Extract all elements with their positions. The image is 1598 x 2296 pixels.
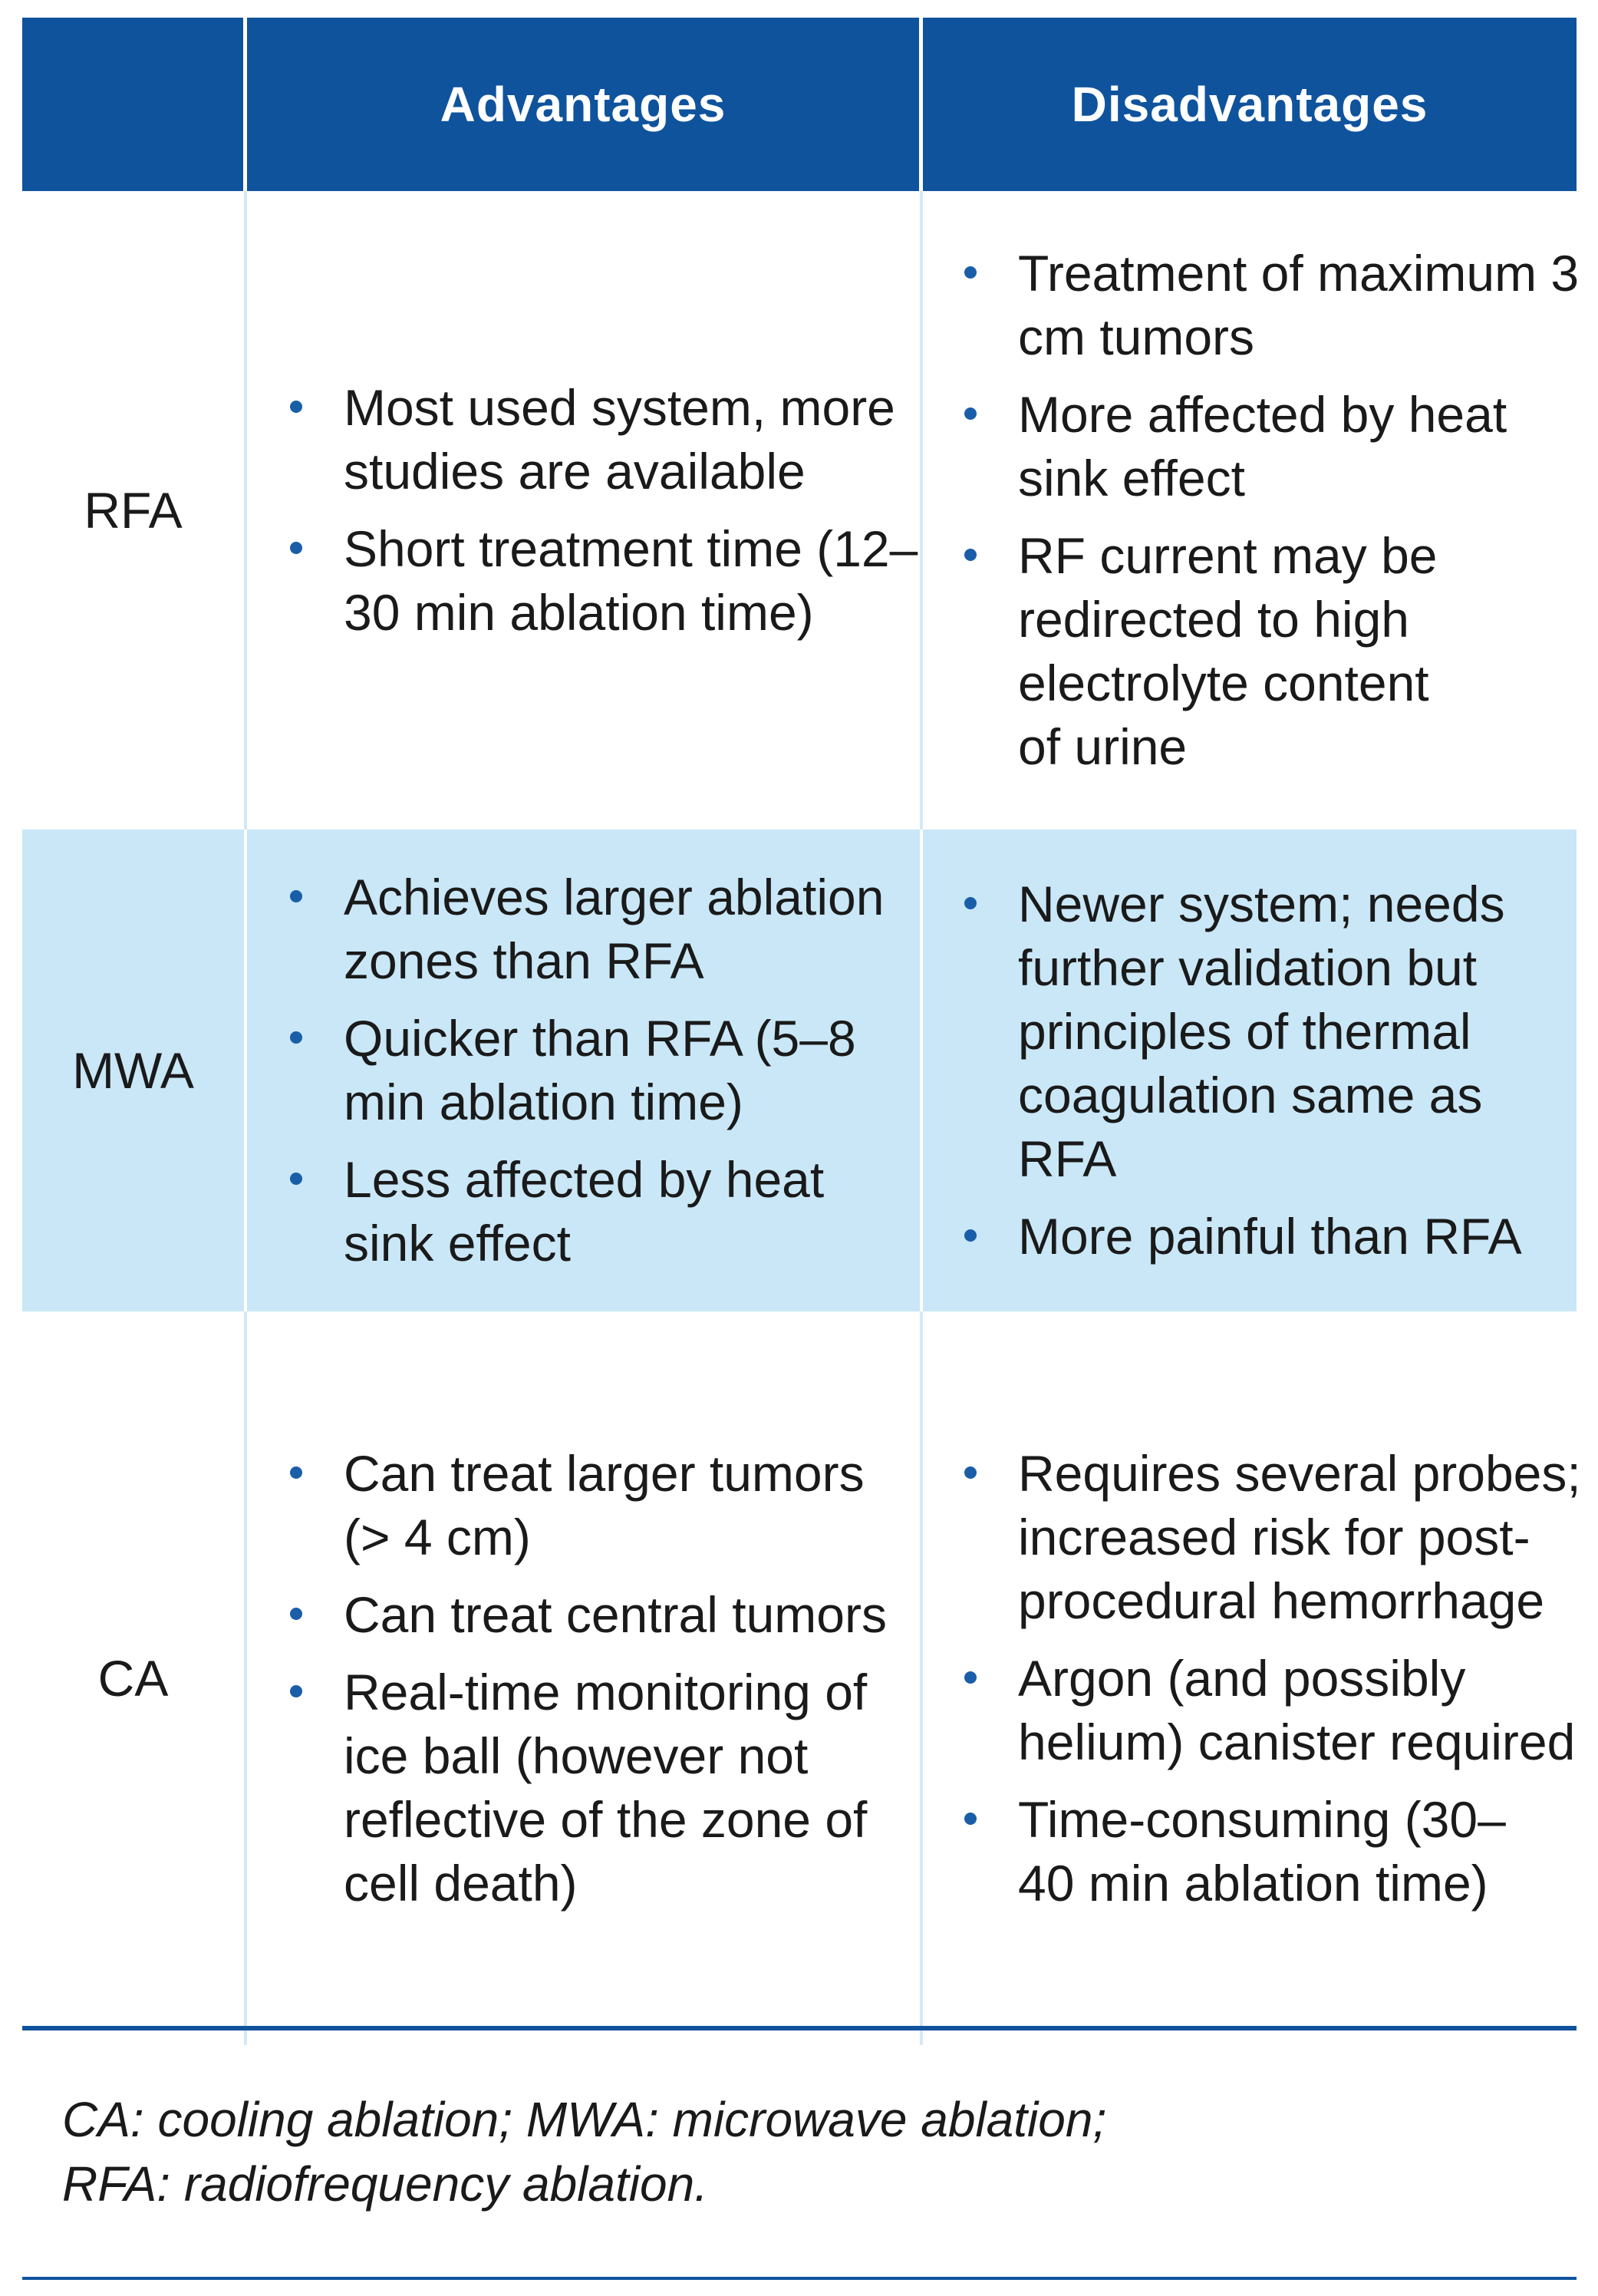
footer-rule bbox=[22, 2277, 1577, 2280]
header-advantages: Advantages bbox=[247, 18, 923, 191]
list-item-text: More painful than RFA bbox=[1018, 1208, 1522, 1265]
bullet-icon bbox=[964, 897, 977, 909]
bullet-icon bbox=[964, 1466, 977, 1479]
mwa-disadvantages-list: Newer system; needs further validation b… bbox=[958, 873, 1586, 1268]
list-item-text: Argon (and possibly helium) canister req… bbox=[1018, 1649, 1576, 1770]
list-item-text: Requires several probes; increased risk … bbox=[1018, 1444, 1581, 1629]
bullet-icon bbox=[290, 1466, 302, 1479]
ca-advantages-cell: Can treat larger tumors (> 4 cm) Can tre… bbox=[247, 1311, 923, 2045]
list-item-text: Less affected by heat sink effect bbox=[344, 1151, 825, 1272]
mwa-advantages-cell: Achieves larger ablation zones than RFA … bbox=[247, 830, 923, 1311]
footnote-line-2: RFA: radiofrequency ablation. bbox=[62, 2156, 708, 2212]
bullet-icon bbox=[964, 1229, 977, 1242]
mwa-disadvantages-cell: Newer system; needs further validation b… bbox=[923, 830, 1577, 1311]
list-item-text: Real-time monitoring of ice ball (howeve… bbox=[344, 1663, 868, 1912]
list-item: Quicker than RFA (5–8 min ablation time) bbox=[284, 1007, 881, 1134]
list-item-text: Treatment of maximum 3 cm tumors bbox=[1018, 245, 1580, 365]
bullet-icon bbox=[964, 549, 977, 561]
list-item: More painful than RFA bbox=[958, 1205, 1586, 1268]
footnote-line-1: CA: cooling ablation; MWA: microwave abl… bbox=[62, 2092, 1107, 2147]
list-item-text: Most used system, more studies are avail… bbox=[344, 379, 895, 500]
list-item-text: More affected by heat sink effect bbox=[1018, 386, 1507, 506]
bullet-icon bbox=[290, 1684, 302, 1697]
row-label-rfa: RFA bbox=[22, 191, 247, 830]
row-label-ca: CA bbox=[22, 1311, 247, 2045]
list-item: RF current may be redirected to high ele… bbox=[958, 524, 1478, 779]
rfa-disadvantages-list: Treatment of maximum 3 cm tumors More af… bbox=[958, 242, 1586, 779]
ca-disadvantages-cell: Requires several probes; increased risk … bbox=[923, 1311, 1581, 2045]
list-item-text: Short treatment time (12–30 min ablation… bbox=[344, 520, 918, 641]
bullet-icon bbox=[290, 401, 302, 413]
table-row-mwa: MWA Achieves larger ablation zones than … bbox=[22, 830, 1577, 1311]
list-item-text: Achieves larger ablation zones than RFA bbox=[344, 869, 885, 989]
bullet-icon bbox=[290, 890, 302, 902]
list-item-text: Can treat larger tumors (> 4 cm) bbox=[344, 1444, 865, 1565]
table-bottom-rule bbox=[22, 2026, 1577, 2030]
list-item: Real-time monitoring of ice ball (howeve… bbox=[284, 1661, 896, 1915]
list-item: Can treat central tumors bbox=[284, 1583, 927, 1647]
list-item-text: RF current may be redirected to high ele… bbox=[1018, 527, 1438, 775]
table-row-ca: CA Can treat larger tumors (> 4 cm) Can … bbox=[22, 1311, 1581, 2045]
list-item: Treatment of maximum 3 cm tumors bbox=[958, 242, 1586, 369]
bullet-icon bbox=[964, 1671, 977, 1684]
header-disadvantages: Disadvantages bbox=[1071, 77, 1428, 132]
list-item: Newer system; needs further validation b… bbox=[958, 873, 1555, 1191]
rfa-advantages-cell: Most used system, more studies are avail… bbox=[247, 191, 923, 830]
rfa-advantages-list: Most used system, more studies are avail… bbox=[284, 376, 927, 645]
table-row-rfa: RFA Most used system, more studies are a… bbox=[22, 191, 1579, 830]
rfa-disadvantages-cell: Treatment of maximum 3 cm tumors More af… bbox=[923, 191, 1579, 830]
bullet-icon bbox=[290, 542, 302, 554]
bullet-icon bbox=[964, 266, 977, 279]
bullet-icon bbox=[290, 1031, 302, 1044]
list-item-text: Time-consuming (30–40 min ablation time) bbox=[1018, 1790, 1506, 1912]
mwa-advantages-list: Achieves larger ablation zones than RFA … bbox=[284, 866, 896, 1275]
bullet-icon bbox=[290, 1173, 302, 1185]
table-footnote: CA: cooling ablation; MWA: microwave abl… bbox=[62, 2087, 1520, 2216]
list-item: Less affected by heat sink effect bbox=[284, 1148, 881, 1275]
list-item-text: Quicker than RFA (5–8 min ablation time) bbox=[344, 1010, 856, 1130]
row-label-mwa: MWA bbox=[22, 830, 247, 1311]
list-item-text: Can treat central tumors bbox=[344, 1585, 887, 1643]
table-header-row: Advantages Disadvantages bbox=[22, 18, 1577, 191]
list-item: Achieves larger ablation zones than RFA bbox=[284, 866, 896, 993]
bullet-icon bbox=[964, 1812, 977, 1825]
list-item: Short treatment time (12–30 min ablation… bbox=[284, 517, 927, 645]
list-item: Requires several probes; increased risk … bbox=[958, 1442, 1586, 1633]
bullet-icon bbox=[964, 407, 977, 420]
list-item: More affected by heat sink effect bbox=[958, 383, 1540, 510]
ca-advantages-list: Can treat larger tumors (> 4 cm) Can tre… bbox=[284, 1442, 927, 1915]
list-item: Argon (and possibly helium) canister req… bbox=[958, 1647, 1586, 1774]
list-item: Time-consuming (30–40 min ablation time) bbox=[958, 1788, 1509, 1915]
list-item: Can treat larger tumors (> 4 cm) bbox=[284, 1442, 896, 1569]
ca-disadvantages-list: Requires several probes; increased risk … bbox=[958, 1442, 1586, 1915]
bullet-icon bbox=[290, 1607, 302, 1620]
list-item-text: Newer system; needs further validation b… bbox=[1018, 876, 1505, 1187]
header-cell-empty bbox=[22, 18, 247, 191]
list-item: Most used system, more studies are avail… bbox=[284, 376, 896, 503]
comparison-table: Advantages Disadvantages RFA Most used s… bbox=[22, 18, 1581, 2045]
